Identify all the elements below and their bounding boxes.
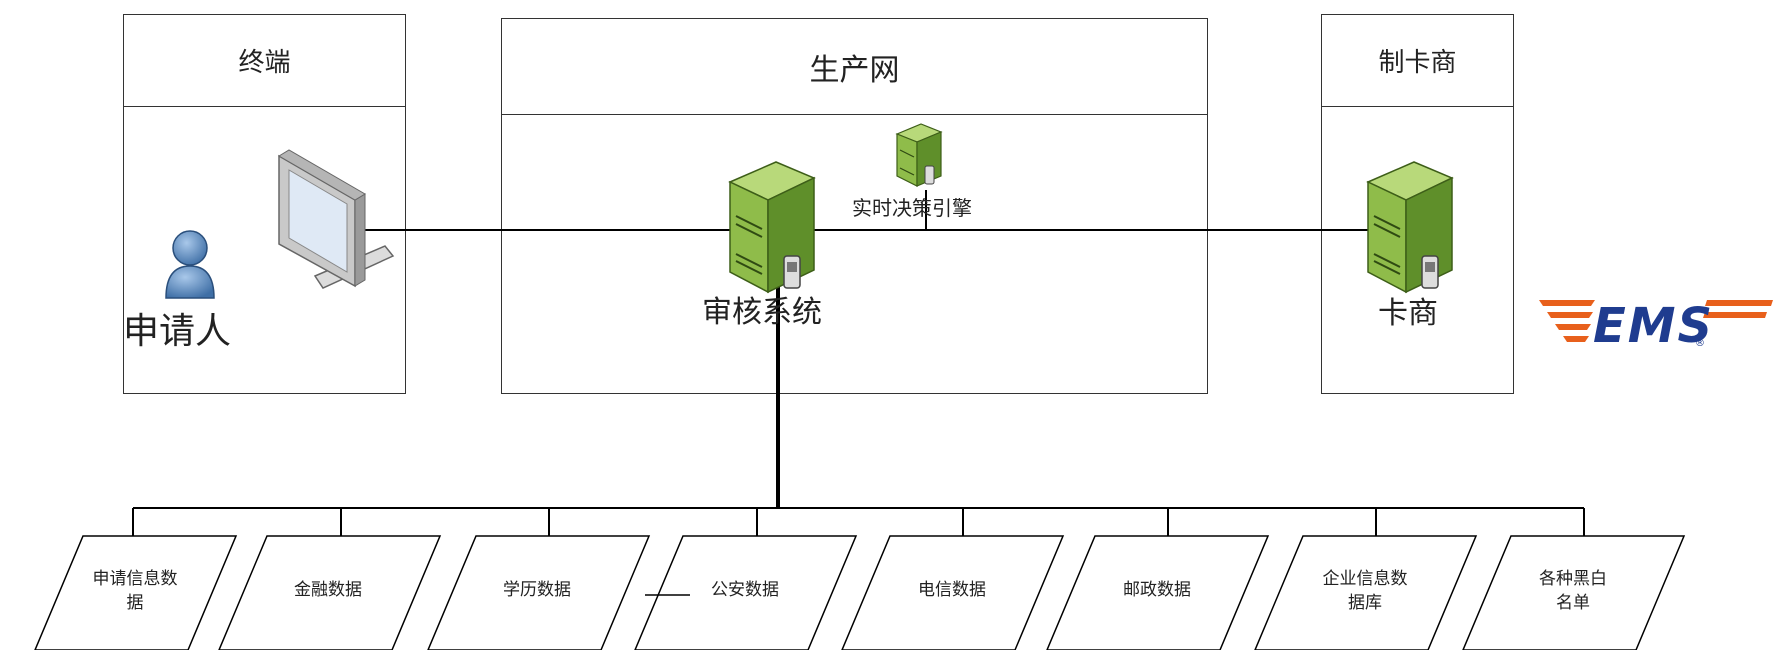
terminal-zone-title: 终端 xyxy=(124,15,405,107)
data-source-label: 邮政数据 xyxy=(1123,580,1191,600)
data-source-label: 电信数据 xyxy=(918,580,986,600)
data-source-item: 企业信息数据库 xyxy=(1295,567,1435,615)
audit-system-label: 审核系统 xyxy=(702,295,822,330)
data-source-label: 据库 xyxy=(1348,593,1382,613)
data-source-shapes xyxy=(34,535,1686,650)
data-source-item: 学历数据 xyxy=(467,578,607,602)
person-icon xyxy=(165,230,215,299)
card-maker-zone-title: 制卡商 xyxy=(1322,15,1513,107)
decision-engine-server-icon xyxy=(895,123,943,187)
data-source-shape xyxy=(1046,535,1270,650)
data-source-label: 据 xyxy=(126,593,144,613)
data-source-shape xyxy=(1462,535,1686,650)
data-source-item: 金融数据 xyxy=(258,578,398,602)
data-source-item: 各种黑白名单 xyxy=(1503,567,1643,615)
data-source-shape xyxy=(1254,535,1478,650)
ems-logo-text: EMS xyxy=(1593,298,1714,354)
decision-engine-label: 实时决策引擎 xyxy=(852,196,972,220)
data-source-shape xyxy=(34,535,238,650)
data-source-label: 申请信息数 xyxy=(92,569,178,589)
production-zone-title: 生产网 xyxy=(502,19,1207,115)
data-source-shape xyxy=(218,535,442,650)
data-source-shape xyxy=(427,535,651,650)
production-zone: 生产网 xyxy=(501,18,1208,394)
applicant-label: 申请人 xyxy=(123,311,232,352)
data-source-item: 公安数据 xyxy=(675,578,815,602)
data-source-label: 各种黑白 xyxy=(1539,569,1607,589)
data-source-shape xyxy=(841,535,1065,650)
ems-logo: EMS ® xyxy=(1539,298,1773,354)
data-source-item: 申请信息数据 xyxy=(65,567,205,615)
data-source-shape xyxy=(634,535,858,650)
data-source-label: 企业信息数 xyxy=(1322,569,1408,589)
bus-drops xyxy=(132,508,1585,536)
data-source-label: 金融数据 xyxy=(294,580,362,600)
data-source-label: 学历数据 xyxy=(503,580,571,600)
audit-server-icon xyxy=(728,161,816,294)
monitor-icon xyxy=(278,149,395,289)
data-source-item: 邮政数据 xyxy=(1087,578,1227,602)
svg-text:®: ® xyxy=(1695,338,1705,349)
data-source-label: 名单 xyxy=(1556,593,1590,613)
card-vendor-server-icon xyxy=(1366,161,1454,294)
card-vendor-label: 卡商 xyxy=(1378,296,1438,331)
data-source-item: 电信数据 xyxy=(882,578,1022,602)
data-source-label: 公安数据 xyxy=(711,580,779,600)
